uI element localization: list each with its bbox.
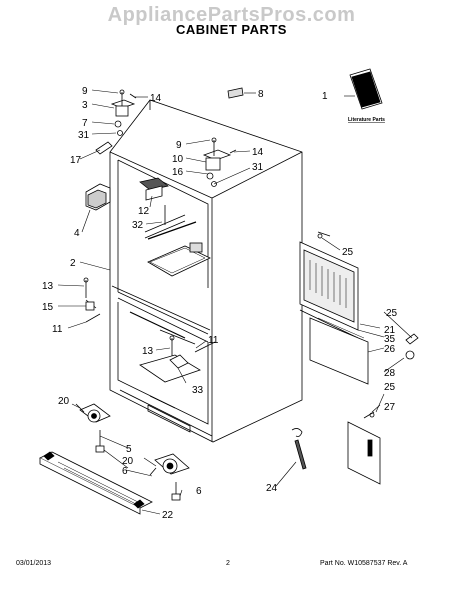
callout-13-left: 13 (42, 281, 54, 292)
callout-8: 8 (258, 89, 264, 100)
cam-part-28 (405, 333, 419, 360)
callout-25-mid: 25 (386, 308, 398, 319)
control-box-part-4 (85, 183, 111, 211)
panel-part-27 (347, 411, 381, 485)
literature-parts-label: Literature Parts (348, 117, 385, 123)
crisper-cover-part-26 (309, 317, 369, 385)
callout-22: 22 (162, 510, 174, 521)
wrench-part-24 (291, 428, 307, 470)
light-housing-part-12 (139, 177, 169, 201)
callout-31-right: 31 (252, 162, 264, 173)
callout-15: 15 (42, 302, 54, 313)
callout-6-left: 6 (122, 466, 128, 477)
callout-25-low: 25 (384, 382, 396, 393)
literature-booklet (349, 68, 383, 110)
callout-5-left: 5 (126, 444, 132, 455)
callout-2: 2 (70, 258, 76, 269)
cabinet-body (109, 99, 303, 443)
callout-35: 35 (384, 334, 396, 345)
callout-labels: 1 2 3 4 5 6 6 7 8 9 9 10 11 11 12 13 13 … (42, 86, 398, 521)
callout-9-left: 9 (82, 86, 88, 97)
callout-21: 21 (384, 325, 396, 336)
callout-1: 1 (322, 91, 328, 102)
callout-17: 17 (70, 155, 82, 166)
callout-33: 33 (192, 385, 204, 396)
callout-9-right: 9 (176, 140, 182, 151)
callout-28: 28 (384, 368, 396, 379)
pad-part-8 (227, 87, 244, 99)
roller-assembly-left (75, 403, 111, 453)
screws-left (83, 277, 101, 323)
callout-3: 3 (82, 100, 88, 111)
callout-11-left: 11 (52, 324, 63, 335)
callout-14-left: 14 (150, 93, 162, 104)
callout-4: 4 (74, 228, 80, 239)
footer-part-number: Part No. W10587537 Rev. A (320, 560, 408, 567)
callout-24: 24 (266, 483, 278, 494)
callout-27: 27 (384, 402, 396, 413)
callout-31-left: 31 (78, 130, 90, 141)
watermark: AppliancePartsPros.com (107, 4, 356, 26)
callout-13-center: 13 (142, 346, 154, 357)
callout-11-center: 11 (208, 335, 219, 346)
callout-16: 16 (172, 167, 184, 178)
callout-10: 10 (172, 154, 184, 165)
callout-14-right: 14 (252, 147, 264, 158)
callout-20-right: 20 (122, 456, 134, 467)
leader-lines (57, 89, 413, 515)
callout-12: 12 (138, 206, 150, 217)
footer-page-number: 2 (226, 560, 230, 567)
toe-grille-part-22 (39, 451, 153, 515)
top-hinge-left (95, 89, 137, 155)
callout-20-left: 20 (58, 396, 70, 407)
evaporator-cover (299, 231, 359, 339)
callout-32: 32 (132, 220, 144, 231)
callout-26: 26 (384, 344, 396, 355)
callout-7: 7 (82, 118, 88, 129)
callout-25-top: 25 (342, 247, 354, 258)
page-title: CABINET PARTS (176, 22, 287, 37)
footer-date: 03/01/2013 (16, 560, 52, 567)
screws-center (169, 335, 216, 356)
roller-assembly-right (149, 453, 190, 501)
callout-6-right: 6 (196, 486, 202, 497)
